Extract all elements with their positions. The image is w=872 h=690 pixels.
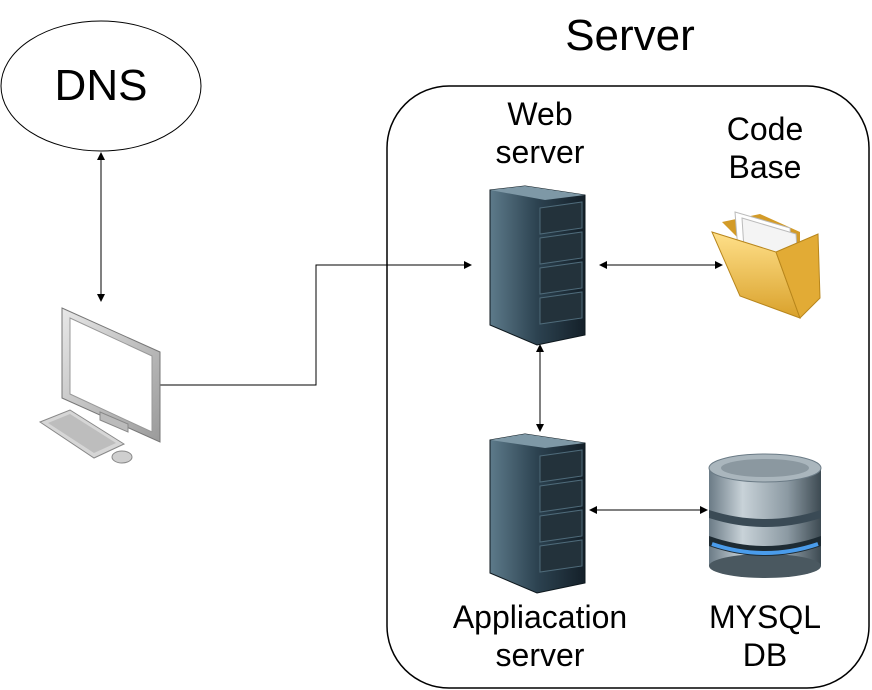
- database-icon: [708, 453, 822, 578]
- dns-node: [0, 20, 202, 152]
- desktop-computer-icon: [38, 307, 161, 464]
- server-rack-icon: [489, 185, 586, 346]
- server-rack-icon: [489, 433, 586, 594]
- web-server-label: Web server: [495, 96, 585, 171]
- dns-label: DNS: [54, 61, 148, 110]
- mysql-label: MYSQL DB: [708, 599, 822, 674]
- folder-icon: [711, 211, 821, 319]
- server-group-title: Server: [565, 11, 695, 60]
- client-web-connector: [160, 261, 472, 386]
- code-base-label: Code Base: [726, 111, 804, 186]
- app-server-label: Appliacation server: [452, 599, 628, 674]
